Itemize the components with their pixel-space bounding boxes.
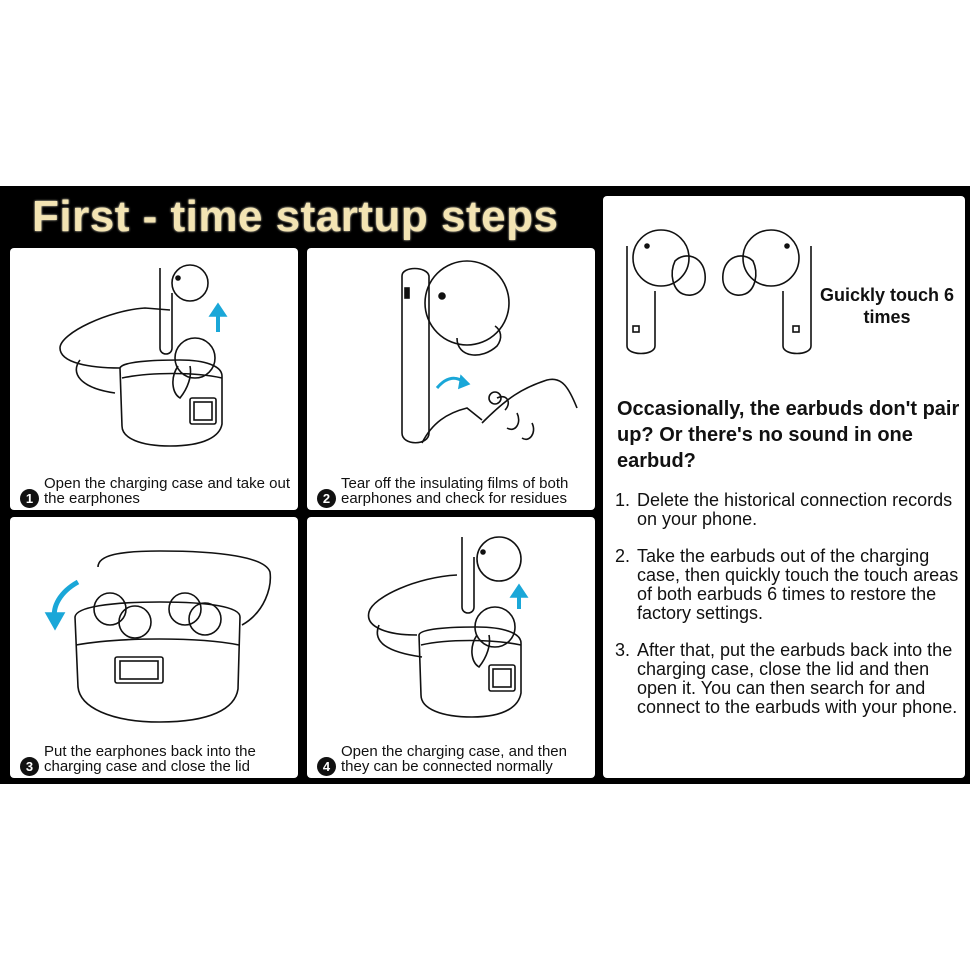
step-caption-4: 4 Open the charging case, and then they …: [317, 743, 587, 776]
troubleshoot-step-number: 2.: [615, 546, 631, 566]
step-number-3: 3: [20, 757, 39, 776]
step-caption-2: 2 Tear off the insulating films of both …: [317, 475, 587, 508]
troubleshoot-step-number: 1.: [615, 490, 631, 510]
troubleshoot-question: Occasionally, the earbuds don't pair up?…: [617, 398, 960, 472]
troubleshoot-step-number: 3.: [615, 640, 631, 660]
troubleshoot-step-2: 2. Take the earbuds out of the charging …: [615, 547, 963, 623]
troubleshoot-step-1: 1. Delete the historical connection reco…: [615, 491, 963, 529]
troubleshoot-step-text: Delete the historical connection records…: [637, 490, 953, 529]
touch-instruction-label: Guickly touch 6 times: [819, 285, 955, 327]
step-number-1: 1: [20, 489, 39, 508]
troubleshoot-step-text: After that, put the earbuds back into th…: [637, 640, 958, 717]
earbuds-case-close-icon: [44, 550, 272, 723]
step-caption-3: 3 Put the earphones back into the chargi…: [20, 743, 290, 776]
earbuds-case-open-icon: [59, 264, 228, 447]
insulating-film-removal-icon: [401, 260, 578, 444]
earbuds-case-reopen-icon: [367, 536, 529, 718]
step-panel-4: 4 Open the charging case, and then they …: [307, 517, 595, 778]
step-number-2: 2: [317, 489, 336, 508]
earbuds-pair-icon: [626, 229, 812, 355]
page-title: First - time startup steps: [32, 192, 559, 241]
troubleshoot-steps: 1. Delete the historical connection reco…: [615, 491, 963, 735]
step-text-2: Tear off the insulating films of both ea…: [341, 475, 569, 507]
step-text-4: Open the charging case, and then they ca…: [341, 743, 567, 775]
step-number-4: 4: [317, 757, 336, 776]
step-panel-3: 3 Put the earphones back into the chargi…: [10, 517, 298, 778]
step-panel-1: 1 Open the charging case and take out th…: [10, 248, 298, 510]
step-panel-2: 2 Tear off the insulating films of both …: [307, 248, 595, 510]
troubleshoot-step-3: 3. After that, put the earbuds back into…: [615, 641, 963, 717]
step-text-3: Put the earphones back into the charging…: [44, 743, 256, 775]
troubleshoot-step-text: Take the earbuds out of the charging cas…: [637, 546, 959, 623]
troubleshoot-panel: Guickly touch 6 times Occasionally, the …: [603, 196, 965, 778]
step-text-1: Open the charging case and take out the …: [44, 475, 291, 507]
step-caption-1: 1 Open the charging case and take out th…: [20, 475, 291, 508]
